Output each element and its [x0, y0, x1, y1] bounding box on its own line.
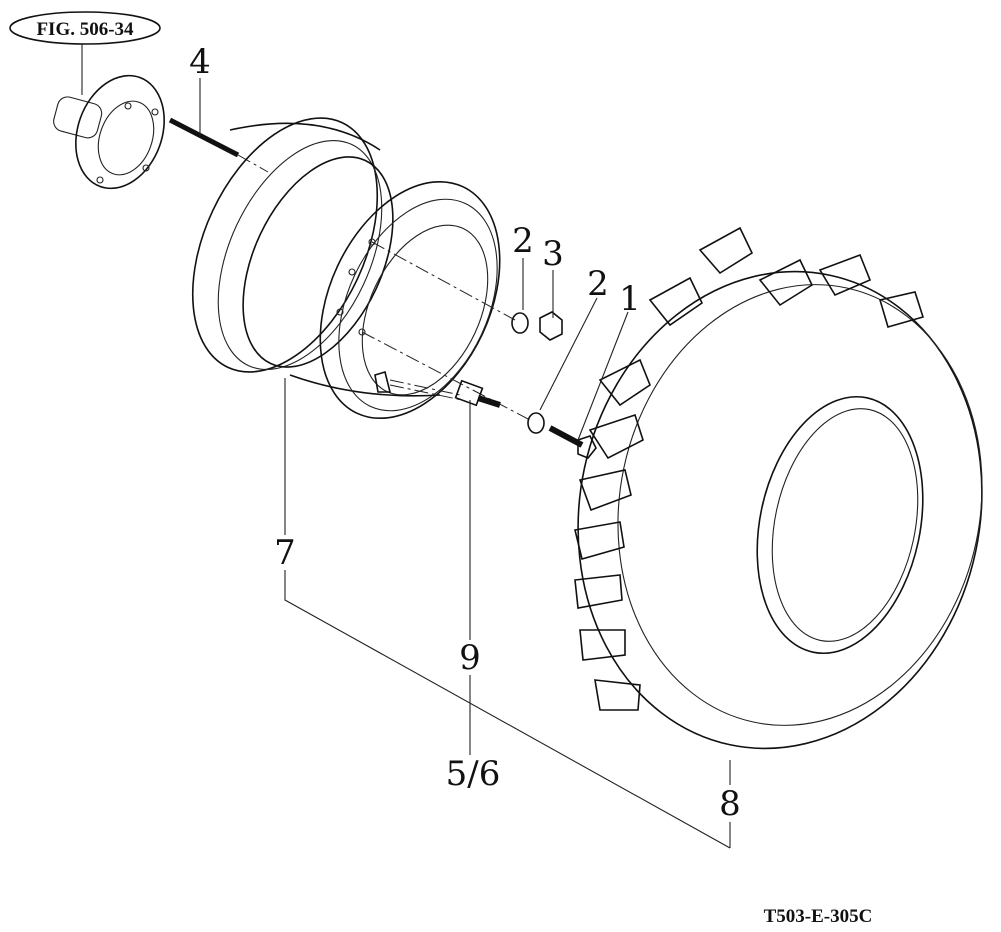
callout-3[interactable]: 3: [542, 234, 564, 274]
callout-7[interactable]: 7: [274, 533, 296, 573]
figure-reference-label: FIG. 506-34: [36, 19, 134, 40]
hardware-illustration: [454, 311, 597, 459]
callout-5-6[interactable]: 5/6: [446, 754, 501, 794]
figure-reference-callout[interactable]: FIG. 506-34: [9, 11, 161, 95]
leader-lines: [199, 78, 731, 849]
drawing-code: T503-E-305C: [764, 906, 873, 927]
callout-2-upper[interactable]: 2: [512, 221, 534, 261]
assembly-centerlines: [361, 241, 531, 421]
tire-illustration: [574, 226, 983, 750]
callout-1[interactable]: 1: [619, 279, 641, 319]
callout-9[interactable]: 9: [459, 638, 481, 678]
callout-4[interactable]: 4: [189, 42, 211, 82]
stud-illustration: [168, 117, 269, 173]
hub-illustration: [53, 74, 165, 190]
callout-2-lower[interactable]: 2: [587, 264, 609, 304]
callout-8[interactable]: 8: [719, 784, 741, 824]
rim-illustration: [191, 117, 501, 420]
